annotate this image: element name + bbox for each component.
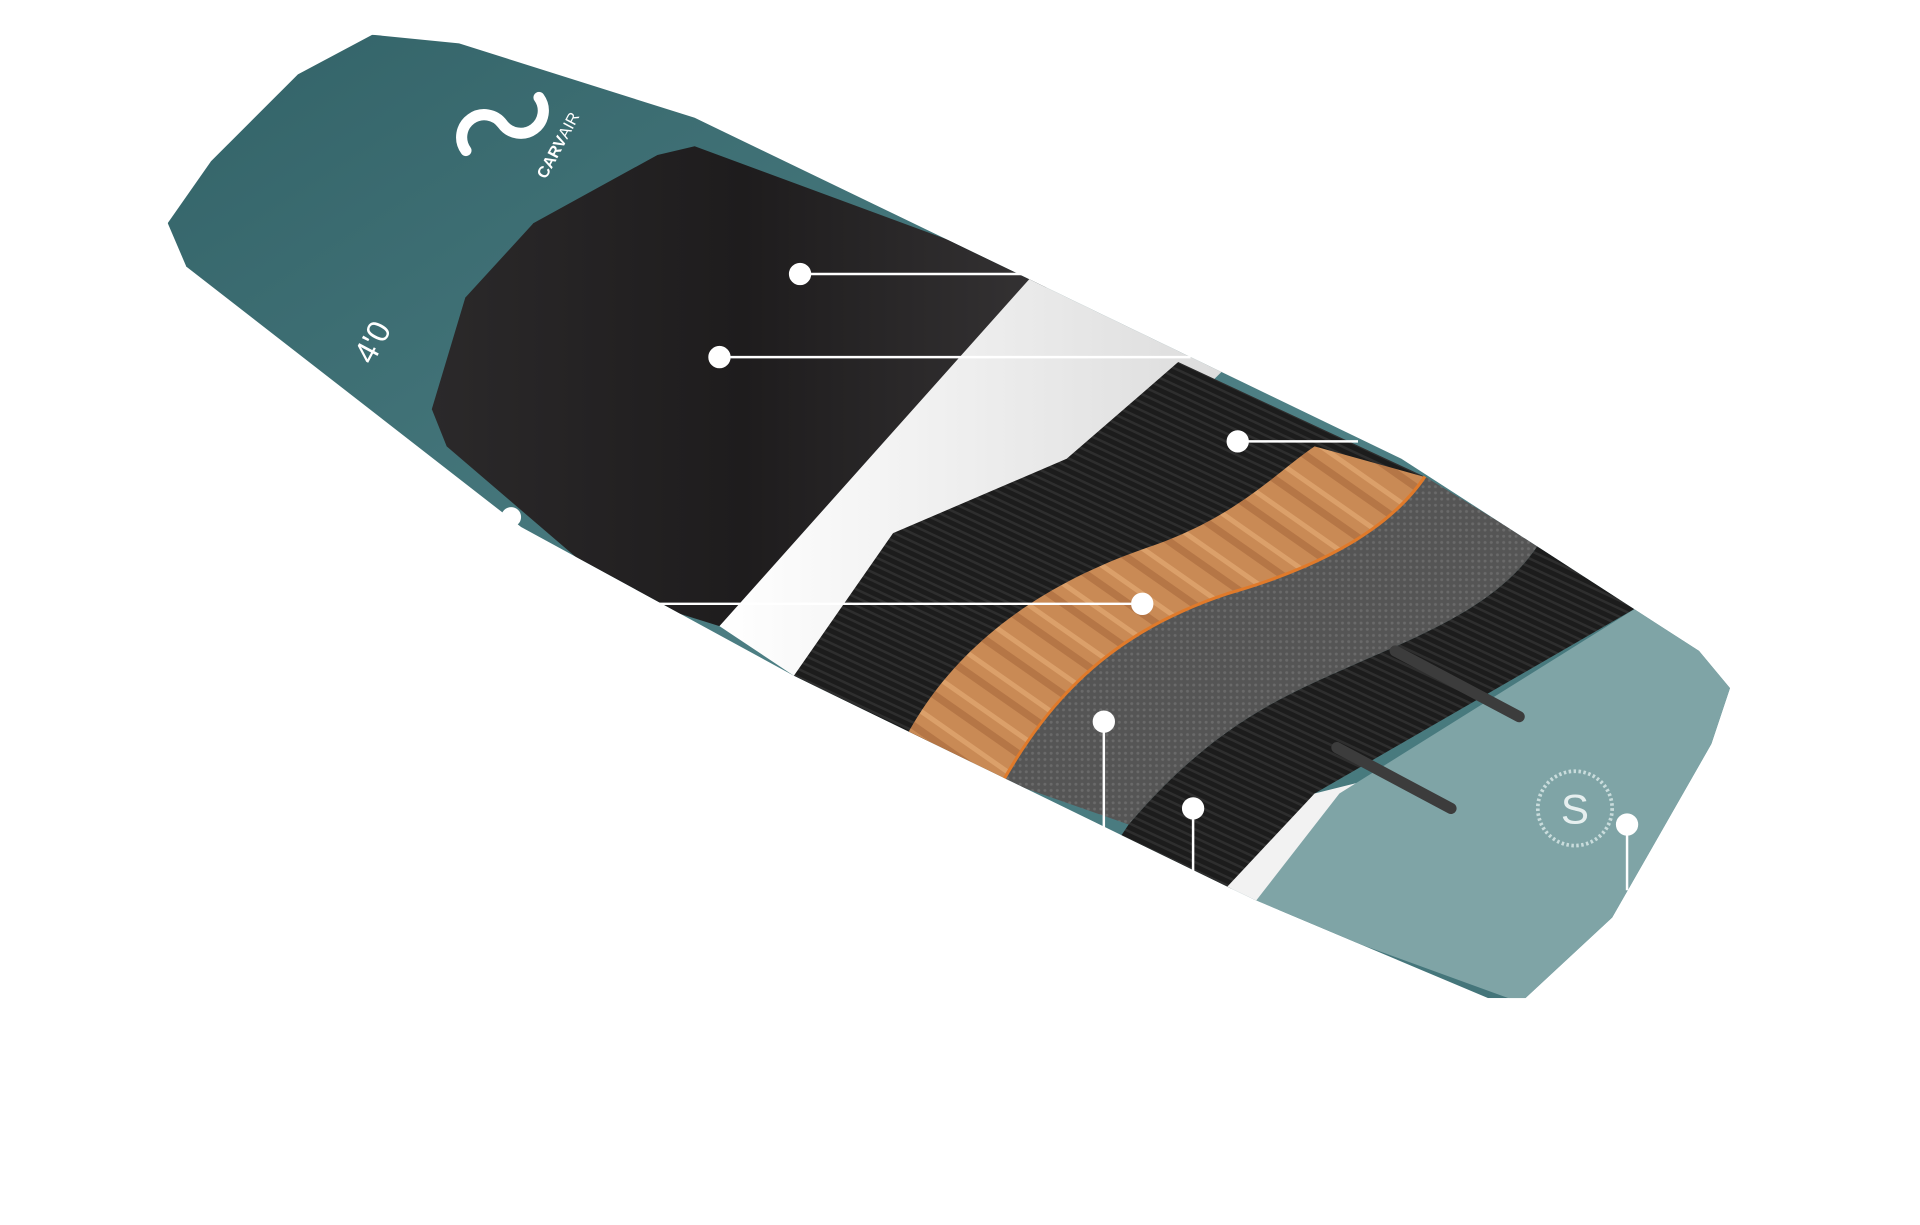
callout-grey-layer[interactable] — [1092, 710, 1115, 844]
seal-logo: S — [1535, 769, 1615, 848]
brand-logo — [456, 91, 549, 157]
traction-pad — [431, 146, 1055, 627]
callout-rail[interactable] — [501, 507, 522, 527]
logo-mark — [456, 91, 549, 157]
svg-text:S: S — [1561, 785, 1589, 832]
grey-layer — [1004, 477, 1538, 825]
callout-pad-top[interactable] — [788, 262, 1042, 286]
callout-wood-core[interactable] — [645, 592, 1154, 615]
wood-core — [905, 446, 1427, 782]
fin-box — [1331, 742, 1457, 814]
callout-bottom-carbon[interactable] — [1181, 797, 1205, 891]
callout-carbon-layer[interactable] — [1226, 430, 1359, 453]
fin-box — [1389, 645, 1525, 723]
callout-tail-base[interactable] — [1615, 813, 1639, 891]
callouts — [501, 262, 1639, 891]
tail-base — [1252, 607, 1730, 999]
callout-pad-lower[interactable] — [708, 345, 1191, 369]
white-layer — [719, 278, 1228, 695]
bottom-carbon — [1116, 545, 1637, 893]
